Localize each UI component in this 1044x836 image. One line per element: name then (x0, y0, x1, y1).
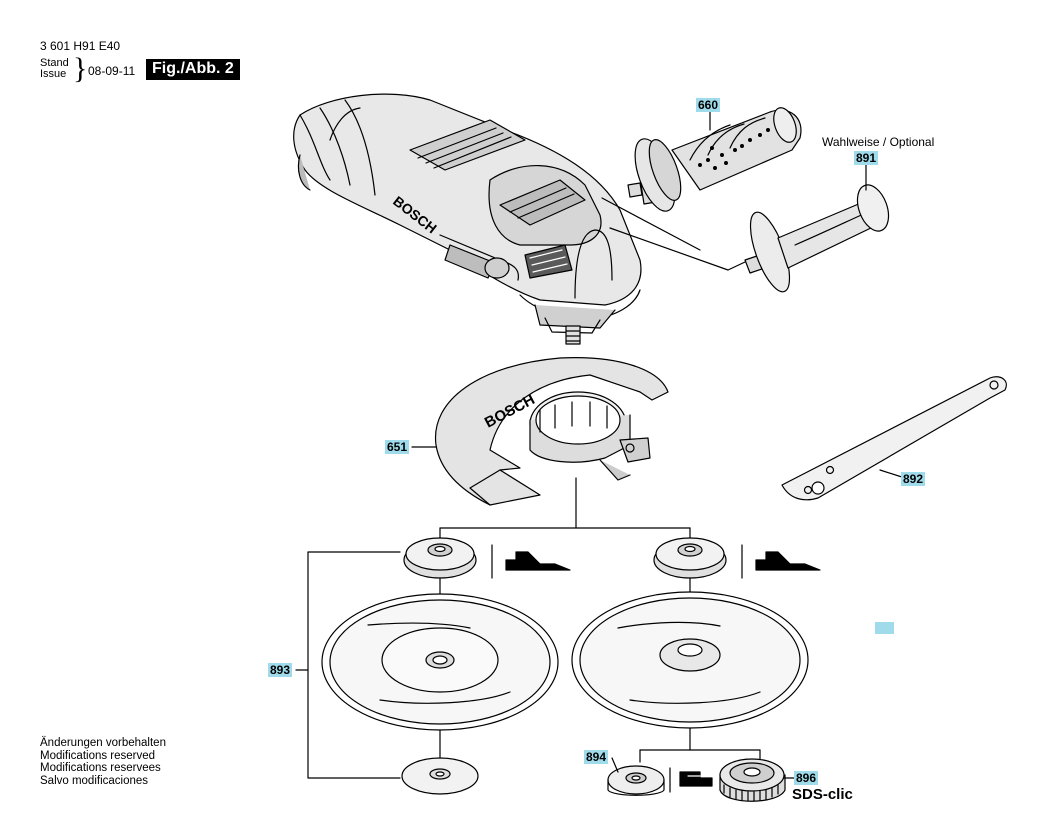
note-line-fr: Modifications reservees (40, 762, 161, 774)
notes-block: Änderungen vorbehalten Modifications res… (40, 737, 166, 787)
nut-profile-894 (669, 767, 713, 793)
part-number: 3 601 H91 E40 (40, 39, 121, 53)
brace-glyph: } (73, 52, 88, 85)
callout-651: 651 (385, 440, 410, 454)
lower-flange-left (401, 757, 479, 795)
spanner-wrench-892 (781, 376, 1007, 501)
grinding-disc-right (571, 591, 809, 729)
upper-flange-right (653, 537, 727, 579)
leader-892 (879, 469, 906, 479)
optional-label: Wahlweise / Optional (822, 135, 935, 149)
bracket-893 (307, 551, 401, 779)
callout-893: 893 (268, 663, 293, 677)
grinding-disc-left (321, 593, 559, 731)
callout-894: 894 (584, 750, 609, 764)
callout-892: 892 (901, 472, 926, 486)
flange-profile-right (741, 544, 821, 579)
stand-label: Stand (40, 57, 69, 69)
issue-date: 08-09-11 (88, 64, 136, 78)
callout-896: 896 (794, 771, 819, 785)
leader-894 (611, 757, 619, 773)
upper-flange-left (403, 537, 477, 579)
side-handle-891 (744, 184, 890, 293)
note-line-es: Salvo modificaciones (40, 774, 149, 787)
handle-891-leader (609, 227, 746, 271)
sds-clic-label: SDS-clic (792, 786, 853, 803)
issue-label: Issue (40, 68, 67, 80)
wheel-guard-651 (434, 357, 669, 506)
figure-label: Fig./Abb. 2 (146, 59, 240, 80)
note-line-en: Modifications reserved (40, 749, 156, 762)
side-handle-660 (627, 107, 802, 212)
note-line-de: Änderungen vorbehalten (40, 737, 166, 749)
callout-660: 660 (696, 98, 721, 112)
flange-profile-left (491, 544, 571, 579)
clamping-nut-894 (607, 765, 665, 796)
angle-grinder-body (293, 93, 642, 345)
color-marker (875, 622, 894, 634)
handle-660-leader (601, 197, 701, 251)
quick-clamping-nut-896 (719, 758, 786, 802)
callout-891: 891 (854, 151, 879, 165)
